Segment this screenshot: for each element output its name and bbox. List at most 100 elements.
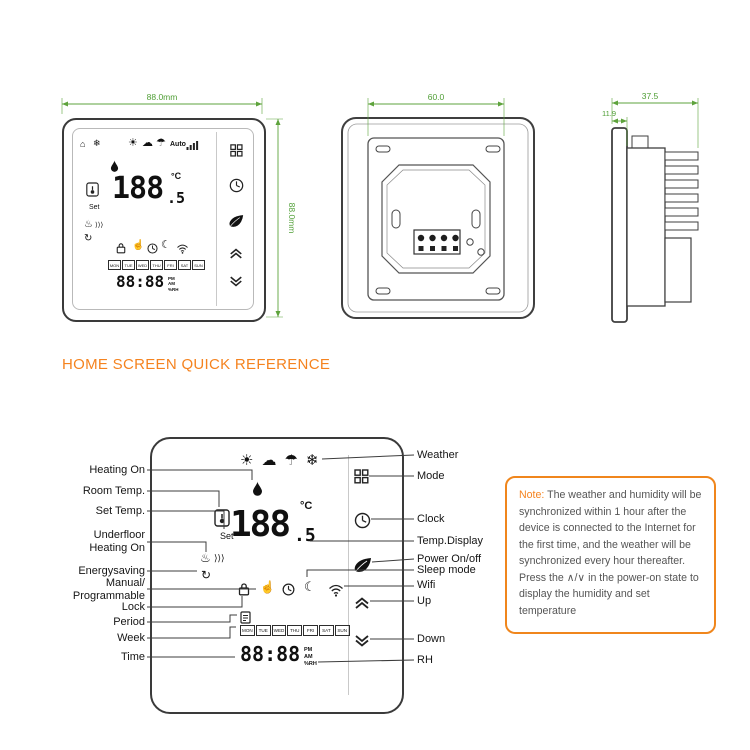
time-display: 88:88 [240, 642, 301, 666]
eco-icon: ↻ [84, 233, 93, 244]
rain-icon: ☂ [156, 137, 166, 149]
week-day: FRI [303, 625, 318, 636]
week-day: SUN [192, 260, 205, 270]
note-label: Note: [519, 489, 545, 501]
label-underfloor-heating-on: Underfloor Heating On [38, 529, 145, 555]
label-manual-programmable: Manual/ Programmable [38, 577, 145, 603]
week-day: FRI [164, 260, 177, 270]
temperature-digits: 188 [230, 504, 291, 545]
moon-icon: ☾ [304, 579, 316, 594]
week-day: WED [271, 625, 287, 636]
label-up: Up [417, 595, 432, 607]
clock-icon [229, 178, 244, 193]
week-day: MON [240, 625, 255, 636]
wifi-icon [177, 244, 188, 254]
side-view-dimensions: 37.5 11.9 [602, 91, 699, 148]
lock-icon [238, 583, 250, 596]
celsius-unit: °C [171, 171, 182, 181]
week-day-row: MON TUE WED THU FRI SAT SUN [108, 260, 205, 270]
time-units: PM AM %RH [168, 276, 179, 292]
thermostat-front-view: ⌂ ❄ ☀ ☁ ☂ Auto Set 188 .5 °C ♨ ⟩⟩⟩ ↻ ☝ ☾… [62, 118, 266, 322]
lcd-divider [216, 132, 217, 306]
label-temp-display: Temp.Display [417, 535, 484, 547]
moon-icon: ☾ [161, 239, 171, 251]
week-day: THU [150, 260, 163, 270]
set-label: Set [89, 204, 100, 211]
label-line: Programmable [72, 589, 145, 602]
week-day: THU [287, 625, 303, 636]
label-clock: Clock [417, 513, 445, 525]
set-label: Set [220, 531, 234, 541]
hand-icon: ☝ [260, 580, 275, 594]
program-clock-icon [147, 243, 158, 254]
label-mode: Mode [417, 470, 445, 482]
label-line: Underfloor [93, 529, 145, 541]
snow-icon: ❄ [305, 452, 319, 469]
radiator-icon: ♨ [84, 219, 93, 230]
time-display: 88:88 [116, 272, 165, 291]
week-day: TUE [255, 625, 271, 636]
clock-icon [354, 512, 371, 529]
program-clock-icon [282, 583, 295, 596]
label-line: Heating On [89, 541, 145, 554]
auto-label: Auto [170, 141, 186, 148]
down-chevron-icon [230, 276, 242, 287]
heatsink-fins [664, 151, 699, 231]
week-day: SAT [178, 260, 191, 270]
back-view-dimension: 60.0 [367, 92, 505, 136]
thermostat-home-screen-diagram: ☀ ☁ ☂ ❄ Set 188 .5 °C ♨ ⟩⟩⟩ ↻ ☝ ☾ MON TU… [150, 437, 404, 714]
temperature-decimal: .5 [294, 525, 316, 546]
home-icon: ⌂ [80, 139, 86, 149]
snow-icon: ❄ [93, 138, 101, 148]
label-rh: RH [417, 654, 433, 666]
lcd-divider [348, 455, 349, 695]
week-day: MON [108, 260, 121, 270]
leaf-icon [354, 558, 371, 572]
cloud-icon: ☁ [142, 137, 153, 149]
room-temp-icon [214, 509, 230, 527]
room-temp-icon [86, 182, 99, 197]
label-line: Manual/ [105, 577, 145, 589]
label-period: Period [113, 616, 145, 628]
week-day-row: MON TUE WED THU FRI SAT SUN [240, 625, 350, 636]
mode-grid-icon [354, 469, 369, 484]
label-time: Time [120, 651, 145, 663]
note-text: Note: The weather and humidity will be s… [519, 487, 702, 619]
cloud-icon: ☁ [261, 452, 277, 469]
week-day: WED [136, 260, 149, 270]
wifi-icon [329, 584, 343, 597]
thermostat-side-view [611, 127, 699, 323]
week-day: SAT [318, 625, 334, 636]
front-width-dim: 88.0mm [147, 92, 178, 102]
label-room-temp: Room Temp. [82, 485, 145, 497]
label-heating-on: Heating On [89, 464, 145, 476]
corner-screw-slots [375, 145, 501, 295]
leaf-icon [229, 215, 244, 227]
label-lock: Lock [121, 601, 145, 613]
temperature-decimal: .5 [167, 189, 186, 207]
label-week: Week [117, 632, 145, 644]
label-wifi: Wifi [417, 579, 436, 591]
weather-icon-row: ☀ ☁ ☂ ❄ [240, 453, 318, 468]
week-day: SUN [334, 625, 350, 636]
radiator-icon: ♨ [200, 551, 211, 565]
note-box: Note: The weather and humidity will be s… [505, 476, 716, 634]
side-depth-dim: 37.5 [642, 91, 659, 101]
left-slot [391, 209, 401, 229]
right-slot [471, 209, 481, 229]
label-energysaving: Energysaving [78, 565, 145, 577]
label-down: Down [417, 633, 446, 645]
mode-grid-icon [230, 144, 243, 157]
rh-unit-label: %RH [168, 286, 179, 292]
label-sleep-mode: Sleep mode [417, 564, 476, 576]
am-label: AM [304, 653, 313, 660]
pm-label: PM [304, 647, 313, 653]
time-units: PM AM %RH [304, 647, 317, 668]
mounting-octagon [381, 164, 491, 274]
up-chevron-icon [230, 248, 242, 259]
sun-icon: ☀ [240, 452, 254, 469]
week-day: TUE [122, 260, 135, 270]
side-flange-dim: 11.9 [602, 109, 616, 118]
period-icon [240, 611, 251, 624]
